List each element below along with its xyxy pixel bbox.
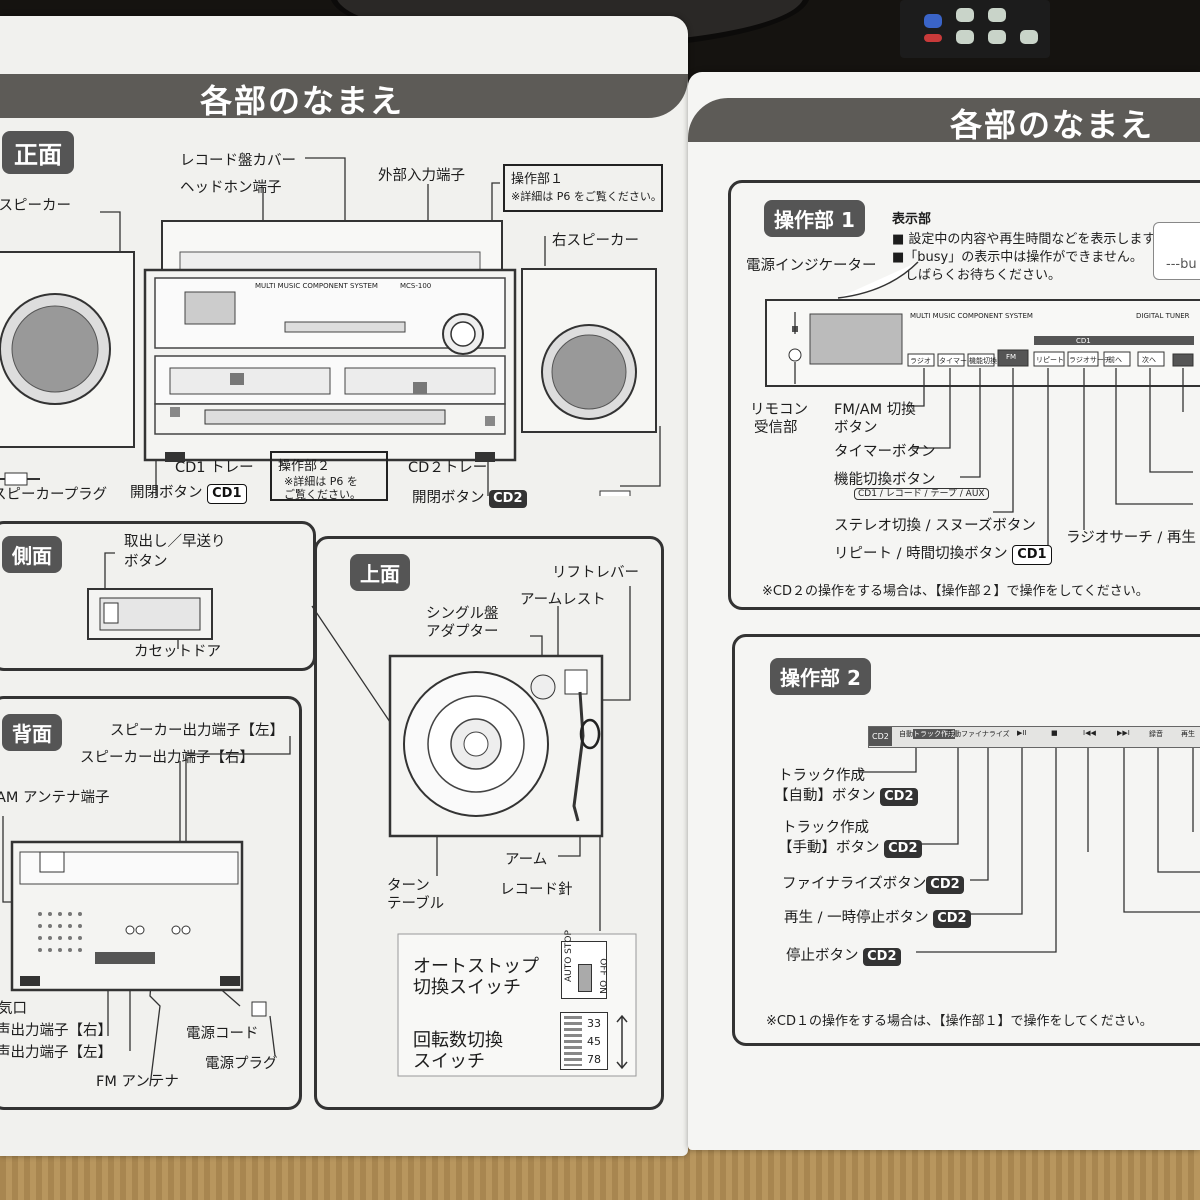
section-tag-side: 側面: [2, 536, 62, 573]
label-autostop: オートストップ: [413, 956, 539, 977]
manual-page-right: 各部のなまえ 操作部 1 表示部 ■ 設定中の内容や再生時間などを表示します。 …: [688, 72, 1200, 1150]
section-op1: [728, 180, 1200, 610]
front-device-illustration: [0, 157, 661, 496]
label-play-pause: 再生 / 一時停止ボタン CD2: [784, 906, 971, 928]
op2-leader-lines: [858, 748, 1200, 953]
label-cd2-open: 開閉ボタン CD2: [412, 486, 527, 508]
label-cd1-open: 開閉ボタン CD1: [130, 481, 247, 504]
panel-btn-1: タイマー: [939, 357, 967, 365]
label-spk-out-left: スピーカー出力端子【左】: [110, 723, 284, 739]
op1-note: ※CD２の操作をする場合は、【操作部２】で操作をしてください。: [762, 584, 1149, 599]
label-speed-switch: 回転数切換: [413, 1030, 503, 1051]
panel-cd1: CD1: [1076, 337, 1091, 345]
panel-btn-3: FM: [1006, 353, 1017, 361]
label-stereo-button: ステレオ切換 / スヌーズボタン: [834, 518, 1036, 534]
remote-control: [900, 0, 1050, 58]
side-illustration: [87, 552, 213, 649]
speed-switch[interactable]: 33 45 78: [560, 1012, 608, 1070]
section-back: [0, 696, 302, 1110]
label-needle: レコード針: [500, 882, 573, 898]
label-eject: 取出し／早送り: [124, 534, 226, 550]
label-timer-button: タイマーボタン: [834, 444, 936, 460]
label-fm-antenna: FM アンテナ: [96, 1074, 179, 1090]
label-left-speaker: 左スピーカー: [0, 198, 71, 214]
section-tag-front: 正面: [2, 131, 74, 174]
label-cd1-tray: CD1 トレー: [175, 460, 254, 476]
section-op2: [732, 634, 1200, 1046]
label-cd2-tray: CD２トレー: [408, 460, 488, 476]
callout-op2: 操作部２ ※詳細は P6 を ご覧ください。: [270, 451, 388, 501]
callout-op1: 操作部１ ※詳細は P6 をご覧ください。: [503, 164, 663, 212]
label-speaker-plug: スピーカープラグ: [0, 487, 108, 503]
label-audio-out-right: 声出力端子【右】: [0, 1023, 112, 1039]
label-record-cover: レコード盤カバー: [180, 153, 296, 169]
label-radio-search: ラジオサーチ / 再生 /: [1066, 530, 1200, 546]
section-tag-op1: 操作部 1: [764, 200, 865, 237]
panel-brand: MULTI MUSIC COMPONENT SYSTEM: [910, 312, 1033, 320]
label-arm: アーム: [505, 852, 548, 868]
speed-78: 78: [587, 1053, 601, 1066]
panel-btn-2: 機能切換: [969, 357, 997, 365]
label-armrest: アームレスト: [520, 592, 606, 608]
page-title: 各部のなまえ: [200, 82, 405, 120]
autostop-switch[interactable]: AUTO STOP OFF ON: [561, 930, 608, 999]
op2-button-strip: CD2 自動 トラック作成 手動 ファイナライズ ▶II ■ I◀◀ ▶▶I 録…: [868, 726, 1200, 748]
label-power-indicator: 電源インジケーター: [746, 258, 877, 274]
manual-page-left: 各部のなまえ 正面 左スピーカー レコード盤カバー ヘッドホン端子 外部入力端子…: [0, 16, 688, 1156]
label-cassette: カセットドア: [134, 644, 221, 660]
label-remote-receiver: リモコン: [750, 402, 808, 418]
op2-note: ※CD１の操作をする場合は、【操作部１】で操作をしてください。: [766, 1014, 1153, 1029]
device-brand-text: MULTI MUSIC COMPONENT SYSTEM: [255, 282, 378, 290]
panel-btn-7: 次へ: [1142, 356, 1156, 364]
panel-btn-4: リピート: [1036, 356, 1064, 364]
panel-right-text: DIGITAL TUNER: [1136, 312, 1190, 320]
label-turntable: ターン: [387, 878, 430, 894]
label-power-plug: 電源プラグ: [205, 1056, 278, 1072]
label-am-antenna: AM アンテナ端子: [0, 790, 110, 806]
label-stop: 停止ボタン CD2: [786, 944, 901, 966]
label-right-speaker: 右スピーカー: [552, 233, 639, 249]
speed-33: 33: [587, 1017, 601, 1030]
label-function-sub: CD1 / レコード / テープ / AUX: [854, 486, 989, 500]
label-audio-out-left: 声出力端子【左】: [0, 1045, 112, 1061]
section-tag-top: 上面: [350, 554, 410, 591]
label-lift-lever: リフトレバー: [552, 565, 639, 581]
speed-45: 45: [587, 1035, 601, 1048]
back-illustration: [2, 736, 291, 1087]
label-function-button: 機能切換ボタン: [834, 472, 936, 488]
label-headphone: ヘッドホン端子: [180, 180, 282, 196]
badge-cd2: CD2: [489, 490, 527, 508]
page-title-banner: [0, 74, 688, 118]
busy-display: ---bu: [1153, 222, 1200, 280]
panel-btn-0: ラジオ: [910, 357, 931, 365]
label-repeat-button: リピート / 時間切換ボタン CD1: [834, 542, 1052, 565]
speed-arrow-icon: [616, 1014, 628, 1070]
panel-btn-6: 前へ: [1108, 356, 1122, 364]
panel-btn-5: ラジオサーチ: [1069, 356, 1111, 364]
label-fmam-button: FM/AM 切換: [834, 402, 916, 418]
label-vent: 気口: [0, 1001, 27, 1017]
label-track-auto: トラック作成: [778, 768, 865, 784]
section-tag-back: 背面: [2, 714, 62, 751]
label-power-cord: 電源コード: [186, 1026, 259, 1042]
section-tag-op2: 操作部 2: [770, 658, 871, 695]
badge-cd1: CD1: [207, 484, 247, 504]
section-top: [314, 536, 664, 1110]
label-track-manual: トラック作成: [782, 820, 869, 836]
label-ext-input: 外部入力端子: [378, 168, 465, 184]
right-title-banner: 各部のなまえ: [688, 98, 1200, 144]
page-title-right: 各部のなまえ: [950, 106, 1155, 144]
display-title: 表示部: [892, 212, 932, 227]
label-adapter: シングル盤: [426, 606, 499, 622]
device-model-text: MCS-100: [400, 282, 432, 290]
